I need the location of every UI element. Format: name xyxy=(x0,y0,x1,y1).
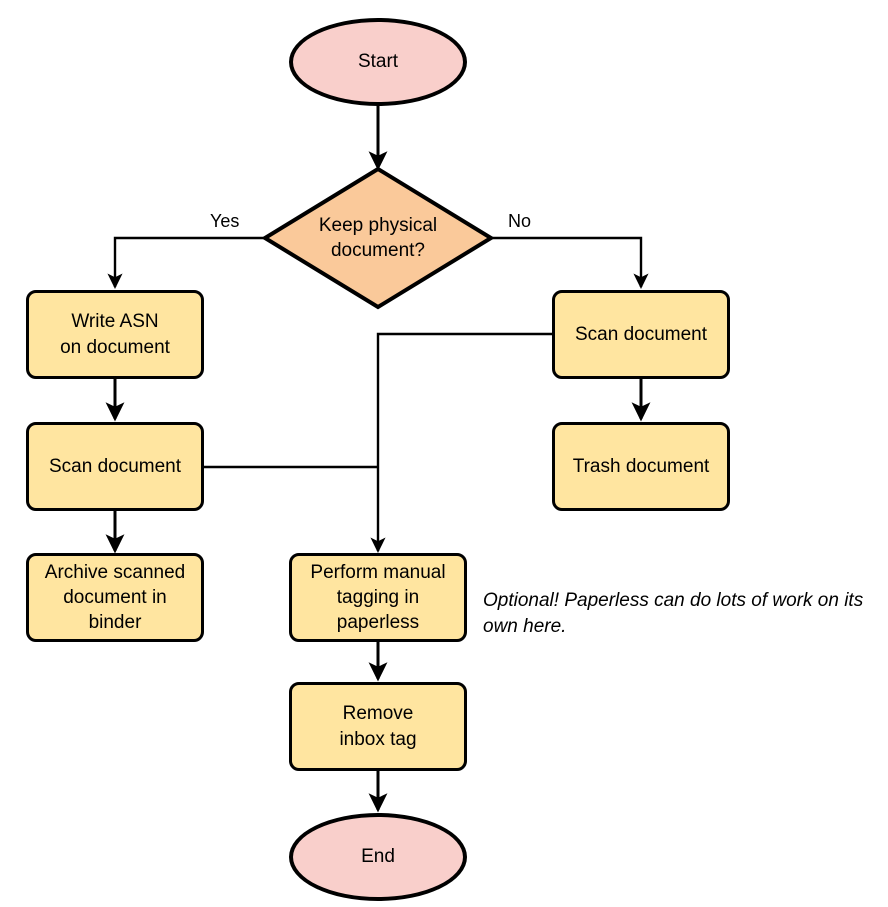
node-end[interactable]: End xyxy=(289,813,467,901)
node-scan-document-right-label: Scan document xyxy=(574,323,708,345)
node-perform-manual-tagging[interactable]: Perform manual tagging in paperless xyxy=(289,553,467,642)
edge-label-yes: Yes xyxy=(210,211,240,231)
node-scan-document-left-label: Scan document xyxy=(48,455,182,477)
node-start[interactable]: Start xyxy=(289,18,467,106)
node-trash-document-label: Trash document xyxy=(572,455,710,477)
node-write-asn-label: Write ASN on document xyxy=(60,311,170,358)
node-keep-physical-document[interactable]: Keep physical document? xyxy=(265,169,491,307)
node-write-asn[interactable]: Write ASN on document xyxy=(26,290,204,379)
annotation-optional-note: Optional! Paperless can do lots of work … xyxy=(483,590,864,638)
node-archive-scanned-document[interactable]: Archive scanned document in binder xyxy=(26,553,204,642)
node-end-label: End xyxy=(361,846,395,868)
node-scan-document-right[interactable]: Scan document xyxy=(552,290,730,379)
edge-label-no: No xyxy=(508,211,532,231)
node-keep-physical-document-label: Keep physical document? xyxy=(318,214,438,261)
edge-decision-no-to-scan-right xyxy=(492,236,649,289)
node-perform-manual-tagging-label: Perform manual tagging in paperless xyxy=(310,561,446,634)
edge-decision-yes-to-write-asn xyxy=(107,236,264,289)
node-remove-inbox-tag[interactable]: Remove inbox tag xyxy=(289,682,467,771)
edge-scan-right-to-manual-tagging xyxy=(370,332,552,553)
node-remove-inbox-tag-label: Remove inbox tag xyxy=(339,703,417,750)
node-trash-document[interactable]: Trash document xyxy=(552,422,730,511)
node-start-label: Start xyxy=(357,51,399,73)
decision-diamond-shape xyxy=(261,166,495,310)
node-scan-document-left[interactable]: Scan document xyxy=(26,422,204,511)
node-archive-scanned-document-label: Archive scanned document in binder xyxy=(44,561,186,634)
